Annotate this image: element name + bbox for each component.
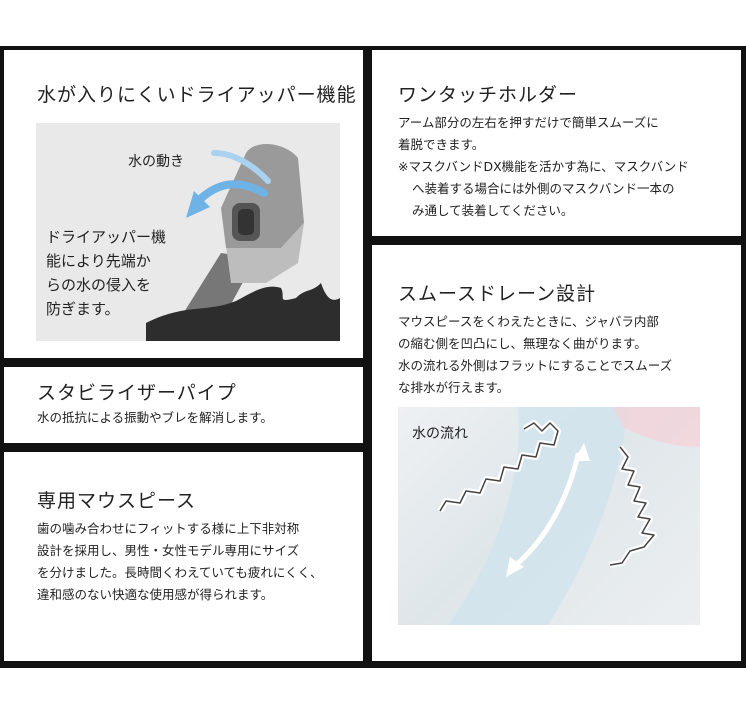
corrugated-tube-illustration — [437, 407, 700, 625]
panel-title: スムースドレーン設計 — [398, 283, 597, 305]
panel-title: 専用マウスピース — [37, 490, 197, 512]
smooth-drain-illustration: 水の流れ — [398, 407, 700, 625]
snorkel-top-illustration — [146, 143, 340, 341]
panel-stabilizer-pipe: スタビライザーパイプ 水の抵抗による振動やブレを解消します。 — [4, 367, 363, 443]
panel-body: 歯の噛み合わせにフィットする様に上下非対称 設計を採用し、男性・女性モデル専用に… — [37, 521, 323, 602]
panel-title: ワンタッチホルダー — [398, 84, 579, 106]
panel-smooth-drain: スムースドレーン設計 マウスピースをくわえたときに、ジャバラ内部 の縮む側を凹凸… — [372, 245, 741, 661]
panel-note: ※マスクバンドDX機能を活かす為に、マスクバンド — [398, 159, 689, 174]
panel-dry-upper: 水が入りにくいドライアッパー機能 水の動き ドライアッパー機 能により先端か ら… — [4, 50, 363, 358]
water-flow-label: 水の流れ — [412, 426, 468, 442]
panel-title: 水が入りにくいドライアッパー機能 — [37, 84, 357, 106]
panel-mouthpiece: 専用マウスピース 歯の噛み合わせにフィットする様に上下非対称 設計を採用し、男性… — [4, 452, 363, 661]
panel-body: 水の抵抗による振動やブレを解消します。 — [37, 410, 273, 425]
panel-title: スタビライザーパイプ — [37, 382, 237, 404]
panel-body: アーム部分の左右を押すだけで簡単スムーズに 着脱できます。 ※マスクバンドDX機… — [398, 112, 733, 222]
water-motion-label: 水の動き — [128, 154, 184, 170]
dry-upper-illustration: 水の動き ドライアッパー機 能により先端か らの水の侵入を 防ぎます。 — [36, 123, 340, 341]
panel-one-touch-holder: ワンタッチホルダー アーム部分の左右を押すだけで簡単スムーズに 着脱できます。 … — [372, 50, 741, 236]
dry-upper-caption: ドライアッパー機 能により先端か らの水の侵入を 防ぎます。 — [46, 228, 167, 318]
panel-body: マウスピースをくわえたときに、ジャバラ内部 の縮む側を凹凸にし、無理なく曲がりま… — [398, 314, 673, 395]
